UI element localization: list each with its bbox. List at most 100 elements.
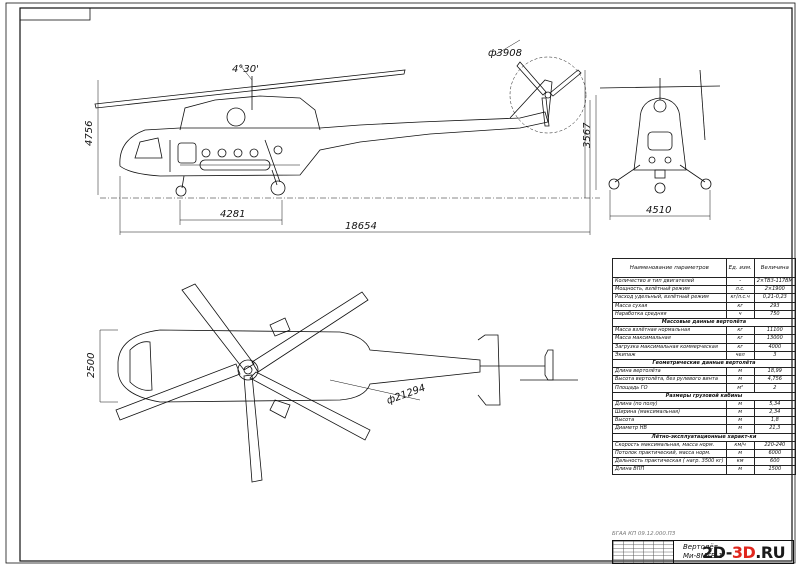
front-view (599, 69, 721, 194)
spec-param-value: 750 (753, 309, 796, 319)
spec-header-value: Величина (753, 258, 796, 278)
title-block-grid (613, 541, 674, 563)
drawing-name-line-2: Ми-8МТВ-1 (683, 552, 723, 560)
spec-param-value: 21,3 (753, 424, 796, 434)
dim-main-rotor-angle: 4°30' (232, 64, 259, 75)
spec-param-name: Площадь ГО (612, 383, 727, 393)
spec-param-name: Ширина (максимальная) (612, 407, 727, 418)
spec-param-value: 11100 (753, 326, 796, 336)
side-cockpit-glass (134, 137, 163, 159)
watermark-part-3: .RU (755, 543, 786, 562)
spec-param-name: Наработка средняя (612, 309, 727, 319)
spec-param-unit: м (725, 407, 755, 418)
dim-overall-length: 18654 (345, 221, 377, 232)
spec-param-unit: м (725, 367, 755, 377)
dim-wheelbase: 4281 (220, 209, 245, 220)
spec-param-unit: кг (725, 301, 755, 311)
side-tail-rotor-disc (509, 56, 587, 134)
spec-section-row: Размеры грузовой кабины (612, 391, 796, 401)
spec-param-name: Масса максимальная (612, 334, 727, 344)
side-fuselage (119, 111, 549, 177)
spec-table: Наименование параметров Ед. изм. Величин… (612, 258, 796, 475)
spec-param-name: Масса сухая (612, 301, 727, 311)
spec-table-header: Наименование параметров Ед. изм. Величин… (612, 258, 796, 278)
side-landing-gear (175, 139, 286, 197)
side-portholes (201, 145, 283, 158)
spec-param-value: 4,756 (753, 375, 796, 385)
spec-param-name: Диаметр НВ (612, 424, 727, 434)
spec-param-unit: км/ч (725, 440, 755, 450)
spec-param-value: 1500 (753, 465, 796, 475)
spec-header-unit: Ед. изм. (725, 258, 755, 278)
top-rotor-blade-5 (249, 371, 371, 441)
spec-param-unit: м² (725, 383, 755, 393)
spec-param-unit: кг/л.с.ч (725, 293, 755, 303)
dim-tail-rotor-diameter: ф3908 (488, 48, 522, 59)
spec-param-value: 600 (753, 457, 796, 467)
spec-param-name: Расход удельный, взлётный режим (612, 293, 727, 303)
top-view (115, 283, 578, 483)
document-code: БГАА КП 09.12.000.ПЗ (612, 531, 676, 537)
spec-param-unit: кг (725, 342, 755, 352)
dim-top-width: 2500 (86, 353, 97, 378)
spec-param-name: Длина ВПП (612, 465, 727, 475)
site-watermark-logo: 2D-3D.RU (702, 543, 786, 562)
spec-param-unit: м (725, 424, 755, 434)
top-view-dimensions (99, 329, 421, 403)
spec-param-value: 5,34 (753, 399, 796, 410)
side-view-dimensions (97, 39, 600, 235)
spec-param-value: 3 (753, 350, 796, 360)
spec-param-value: 6000 (753, 448, 796, 459)
spec-param-unit: м (725, 416, 755, 426)
top-rotor-blade-3 (115, 363, 241, 421)
spec-param-value: 18,99 (753, 367, 796, 377)
drawing-name-line-1: Вертолёт (683, 543, 718, 551)
spec-param-unit: км (725, 457, 755, 467)
title-block: Вертолёт Ми-8МТВ-1 (612, 540, 794, 564)
spec-row: Количество и тип двигателей-2×ТВ3-117ВМ (612, 276, 796, 287)
spec-param-name: Дальность практическая ( нагр. 3500 кг) (612, 457, 727, 467)
front-view-dimensions (595, 95, 711, 220)
top-rotor-blade-4 (243, 374, 263, 483)
top-rotor-blade-1 (181, 283, 255, 371)
spec-param-name: Экипаж (612, 350, 727, 360)
spec-param-value: 1,8 (753, 416, 796, 426)
front-left-wheel (608, 178, 620, 190)
spec-param-unit: - (725, 276, 755, 287)
side-door (177, 142, 197, 164)
spec-section-title: Геометрические данные вертолёта (612, 358, 796, 369)
spec-param-unit: м (725, 375, 755, 385)
spec-param-name: Скорость максимальная, масса норм. (612, 440, 727, 450)
side-tail-rotor-blade (516, 61, 547, 96)
side-view (94, 56, 587, 197)
spec-param-value: 2×ТВ3-117ВМ (753, 276, 796, 287)
spec-param-unit: м (725, 448, 755, 459)
front-right-wheel (700, 178, 712, 190)
spec-param-value: 2 (753, 383, 796, 393)
spec-section-title: Размеры грузовой кабины (612, 391, 796, 401)
dim-side-height: 4756 (84, 121, 95, 146)
top-rotor-hub (237, 359, 259, 381)
spec-section-title: Массовые данные вертолёта (612, 317, 796, 328)
spec-section-row: Массовые данные вертолёта (612, 317, 796, 328)
spec-param-unit: кг (725, 326, 755, 336)
spec-param-value: 293 (753, 301, 796, 311)
sheet-corner-stamp (19, 7, 91, 21)
side-intake-circle (226, 107, 246, 127)
spec-param-unit: л.с. (725, 285, 755, 295)
spec-param-value: 220-240 (753, 440, 796, 450)
top-rotor-blade-2 (251, 291, 369, 373)
